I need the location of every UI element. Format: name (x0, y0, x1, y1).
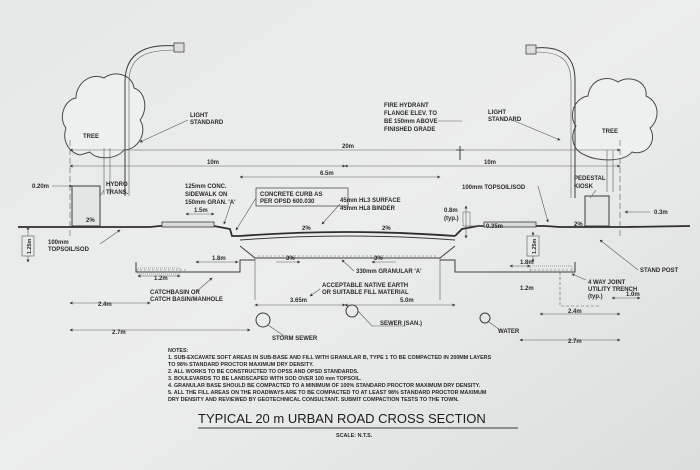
tree-right (572, 78, 658, 192)
dim-10: 1.0m (626, 292, 640, 298)
curb-label-1: CONCRETE CURB AS (260, 192, 322, 198)
hydro-label-2: TRANS. (106, 190, 129, 196)
depth-125-right: 1.25m (532, 239, 538, 254)
pedestal-kiosk (584, 195, 610, 227)
half-right-dim: 10m (484, 160, 496, 166)
sewer-san-label: SEWER (SAN.) (380, 321, 422, 327)
catch-basin-1: CATCHBASIN OR (150, 290, 201, 296)
drawing-title: TYPICAL 20 m URBAN ROAD CROSS SECTION (198, 411, 486, 426)
topsoil-right-label: 100mm TOPSOIL/SOD (462, 185, 526, 191)
note-2: 2. ALL WORKS TO BE CONSTRUCTED TO OPSS A… (168, 369, 359, 375)
subgrade-profile (135, 245, 576, 300)
dim-18-left: 1.8m (212, 256, 226, 262)
native-earth-1: ACCEPTABLE NATIVE EARTH (322, 283, 408, 289)
hydrant-line3: BE 150mm ABOVE (384, 119, 437, 125)
storm-sewer-pipe (255, 312, 271, 328)
sidewalk-label-2: SIDEWALK ON (185, 192, 227, 198)
asphalt-label-1: 45mm HL3 SURFACE (340, 198, 401, 204)
utility-2: UTILITY TRENCH (588, 287, 637, 293)
hydro-label-1: HYDRO (106, 182, 128, 188)
asphalt-label-2: 45mm HL8 BINDER (340, 206, 396, 212)
light-standard-right (525, 44, 576, 198)
hydrant-line2: FLANGE ELEV. TO (384, 111, 437, 117)
tree-right-label: TREE (602, 129, 618, 135)
depth-035: 0.35m (486, 224, 503, 230)
water-pipe (479, 312, 491, 324)
note-1b: TO 98% STANDARD PROCTOR MAXIMUM DRY DENS… (168, 362, 314, 368)
light-left-line1: LIGHT (190, 113, 208, 119)
ground-surface (18, 225, 691, 241)
hydrant-line1: FIRE HYDRANT (384, 103, 429, 109)
light-left-line2: STANDARD (190, 120, 224, 126)
note-1a: 1. SUB-EXCAVATE SOFT AREAS IN SUB-BASE A… (168, 355, 492, 361)
dim-24-left: 2.4m (98, 302, 112, 308)
pedestal-label-1: PEDESTAL (574, 176, 606, 182)
depth-08-1: 0.8m (444, 208, 458, 214)
sidewalk-right (483, 221, 537, 228)
curb-label-2: PER OPSD 600.030 (260, 199, 315, 205)
storm-sewer-label: STORM SEWER (272, 336, 318, 342)
dim-365: 3.65m (290, 298, 307, 304)
note-5b: DRY DENSITY AND REVIEWED BY GEOTECHNICAL… (168, 397, 459, 403)
half-left-dim: 10m (207, 160, 219, 166)
catch-basin-2: CATCH BASIN/MANHOLE (150, 297, 223, 303)
sidewalk-width-dim: 1.5m (194, 208, 208, 214)
dim-12-left: 1.2m (154, 276, 168, 282)
slope-right: 2% (574, 222, 583, 228)
sidewalk-label-1: 125mm CONC. (185, 184, 227, 190)
notes-heading: NOTES: (168, 348, 189, 354)
lane-width-dim: 6.5m (320, 171, 334, 177)
topsoil-left-2: TOPSOIL/SOD (48, 247, 90, 253)
sidewalk-left (161, 221, 215, 228)
depth-125-left: 1.25m (27, 239, 33, 254)
utility-3: (typ.) (588, 294, 603, 300)
slope-3-left: 3% (286, 256, 295, 262)
offset-left-dim: 0.20m (32, 184, 49, 190)
hydrant-line4: FINISHED GRADE (384, 127, 435, 133)
pedestal-label-2: KIOSK (574, 184, 594, 190)
light-right-line2: STANDARD (488, 117, 522, 123)
light-standard-left (124, 42, 185, 196)
note-5a: 5. ALL THE FILL AREAS ON THE ROADWAYS AR… (168, 390, 487, 396)
hydro-transformer (71, 185, 101, 227)
drawing-scale: SCALE: N.T.S. (336, 433, 373, 439)
utility-1: 4 WAY JOINT (588, 280, 626, 286)
note-4: 4. GRANULAR BASE SHOULD BE COMPACTED TO … (168, 383, 481, 389)
dim-50: 5.0m (400, 298, 414, 304)
dim-24-right: 2.4m (568, 309, 582, 315)
light-right-line1: LIGHT (488, 110, 506, 116)
dim-18-right: 1.8m (520, 260, 534, 266)
granular-label: 330mm GRANULAR 'A' (356, 269, 422, 275)
slope-road-left: 2% (302, 226, 311, 232)
native-earth-2: OR SUITABLE FILL MATERIAL (322, 290, 409, 296)
stand-post: STAND POST (640, 268, 679, 274)
offset-right-dim: 0.3m (654, 210, 668, 216)
sidewalk-label-3: 150mm GRAN. 'A' (185, 200, 236, 206)
water-label: WATER (498, 329, 520, 335)
dim-27-right: 2.7m (568, 339, 582, 345)
slope-3-right: 3% (374, 256, 383, 262)
dim-12-right: 1.2m (520, 286, 534, 292)
topsoil-left-1: 100mm (48, 240, 69, 246)
row-width-dim: 20m (342, 144, 354, 150)
note-3: 3. BOULEVARDS TO BE LANDSCAPED WITH SOD … (168, 376, 362, 382)
tree-left-label: TREE (83, 134, 99, 140)
dim-27-left: 2.7m (112, 330, 126, 336)
slope-left: 2% (86, 218, 95, 224)
slope-road-right: 2% (382, 226, 391, 232)
depth-08-2: (typ.) (444, 216, 459, 222)
